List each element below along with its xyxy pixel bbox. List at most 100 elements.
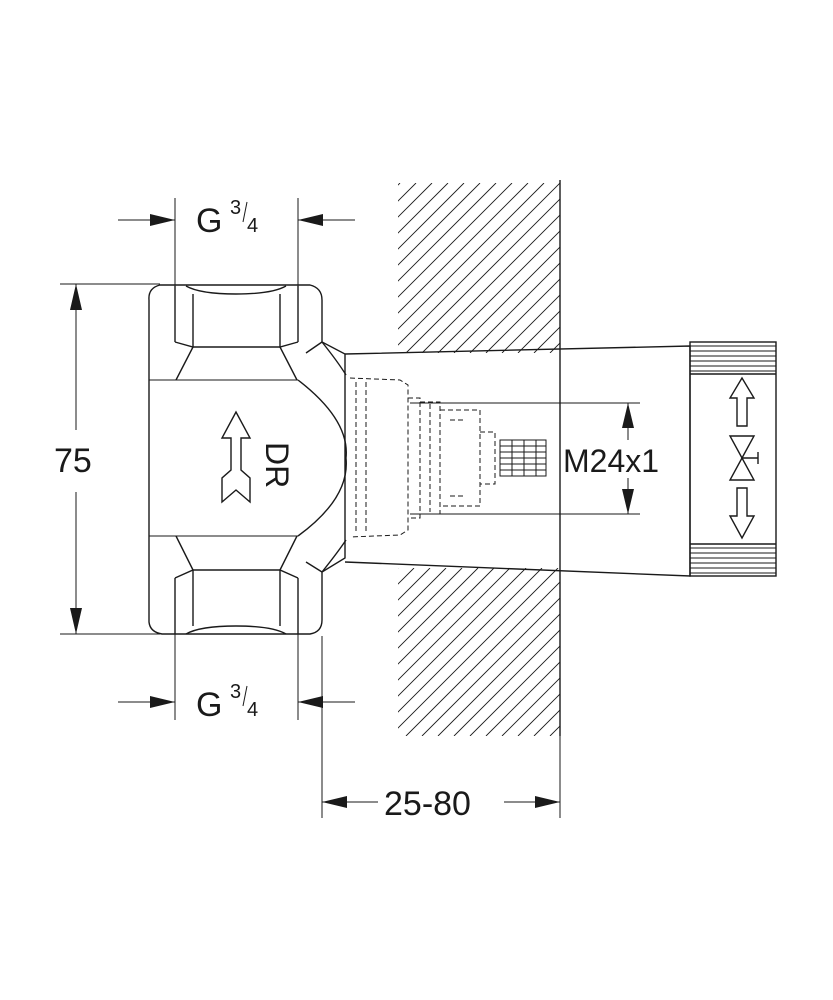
wall-hatch-line (646, 568, 814, 736)
inlet-thread-denominator: 4 (247, 215, 258, 237)
valve-symbol-icon (728, 435, 759, 481)
wall-hatch-line (398, 183, 497, 282)
wall-hatch-line (469, 645, 560, 736)
wall-hatch-line (198, 183, 368, 353)
wall-hatch-line (398, 183, 481, 266)
wall-hatch-line (598, 183, 768, 353)
wall-hatch-line (398, 568, 495, 665)
wall-hatch-line (566, 183, 736, 353)
wall-hatch-line (726, 568, 833, 736)
wall-hatch-line (614, 568, 782, 736)
wall-hatch-line (398, 568, 447, 617)
wall-hatch-line (630, 568, 798, 736)
wall-section-top (198, 183, 833, 353)
wall-hatch-line (694, 568, 833, 736)
wall-hatch-line (398, 183, 449, 234)
spindle-ribs (499, 439, 547, 477)
wall-hatch-line (398, 183, 545, 330)
dimension-spindle-thread: M24x1 (410, 402, 659, 515)
wall-hatch-line (662, 183, 832, 353)
wall-hatch-line (501, 677, 560, 736)
wall-hatch-line (758, 183, 833, 353)
wall-hatch-line (806, 568, 833, 736)
wall-section-bottom (198, 568, 833, 736)
wall-hatch-line (758, 568, 833, 736)
wall-hatch-line (398, 568, 431, 601)
wall-hatch-line (517, 693, 560, 736)
wall-hatch-line (421, 597, 560, 736)
wall-hatch-line (742, 568, 833, 736)
wall-hatch-line (774, 183, 833, 353)
wall-hatch-line (566, 568, 734, 736)
wall-hatch-line (398, 183, 529, 314)
wall-hatch-line (598, 568, 766, 736)
wall-hatch-line (678, 568, 833, 736)
wall-hatch-line (694, 183, 833, 353)
wall-hatch-line (533, 709, 560, 736)
wall-hatch-line (398, 568, 415, 585)
outlet-thread-letter: G (196, 686, 222, 724)
wall-hatch-line (437, 230, 560, 353)
down-arrow-icon (728, 487, 756, 540)
wall-hatch-line (646, 183, 816, 353)
up-arrow-icon (728, 376, 756, 427)
wall-hatch-line (630, 183, 800, 353)
wall-hatch-line (501, 294, 560, 353)
outlet-thread-denominator: 4 (247, 699, 258, 721)
dimension-outlet-thread: G 3 4 (118, 634, 355, 724)
wall-hatch-line (405, 198, 560, 353)
wall-hatch-line (453, 246, 560, 353)
wall-hatch-line (485, 661, 560, 736)
wall-hatch-line (582, 183, 752, 353)
wall-hatch-line (517, 310, 560, 353)
wall-hatch-line (614, 183, 784, 353)
spindle-thread-value: M24x1 (563, 443, 659, 479)
wall-hatch-line (790, 183, 833, 353)
wall-hatch-line (469, 262, 560, 353)
wall-hatch-line (549, 725, 560, 736)
wall-hatch-line (398, 568, 527, 697)
wall-hatch-line (198, 568, 366, 736)
wall-hatch-line (726, 183, 833, 353)
wall-hatch-line (662, 568, 830, 736)
extension-sleeve (344, 345, 691, 577)
wall-hatch-line (398, 183, 560, 346)
end-cap (689, 341, 777, 577)
flow-marking: DR (259, 442, 295, 488)
wall-hatch-line (710, 183, 833, 353)
wall-hatch-line (398, 568, 479, 649)
wall-hatch-line (678, 183, 833, 353)
wall-hatch-line (790, 568, 833, 736)
height-value: 75 (54, 442, 92, 480)
wall-hatch-line (398, 183, 401, 186)
inlet-thread-letter: G (196, 202, 222, 240)
flow-arrow-icon (220, 410, 252, 504)
wall-hatch-line (398, 568, 543, 713)
wall-hatch-line (398, 183, 417, 202)
wall-hatch-line (398, 183, 433, 218)
dimension-inlet-thread: G 3 4 (118, 197, 355, 286)
outlet-thread-numerator: 3 (230, 681, 241, 703)
wall-hatch-line (582, 568, 750, 736)
valve-body (148, 284, 347, 635)
inlet-thread-numerator: 3 (230, 197, 241, 219)
wall-range-value: 25-80 (384, 785, 471, 823)
wall-hatch-line (437, 613, 560, 736)
wall-hatch-line (398, 183, 513, 298)
wall-hatch-line (710, 568, 833, 736)
wall-hatch-line (398, 568, 463, 633)
wall-hatch-line (405, 581, 560, 736)
dimension-height: 75 (54, 283, 160, 635)
wall-hatch-line (549, 342, 560, 353)
wall-hatch-line (398, 183, 465, 250)
dimension-wall-range: 25-80 (321, 636, 561, 823)
wall-hatch-line (774, 568, 833, 736)
wall-hatch-line (421, 214, 560, 353)
wall-hatch-line (398, 568, 559, 729)
wall-hatch-line (742, 183, 833, 353)
wall-hatch-line (398, 568, 511, 681)
wall-hatch-line (806, 183, 833, 353)
wall-hatch-line (453, 629, 560, 736)
wall-hatch-line (485, 278, 560, 353)
